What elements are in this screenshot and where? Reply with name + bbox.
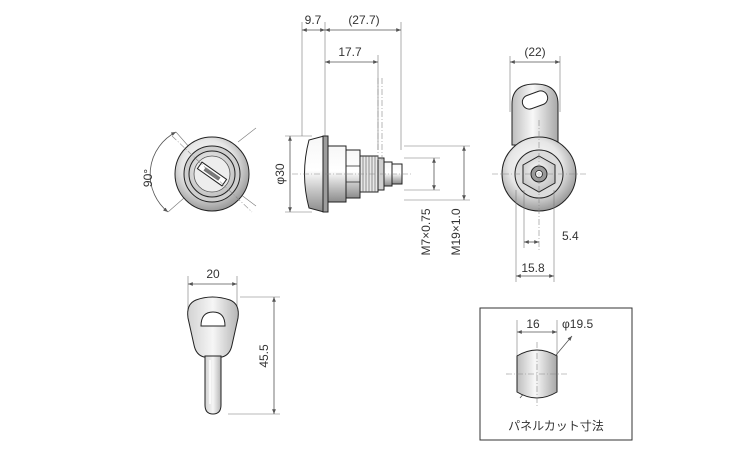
cam-slot-icon — [521, 90, 549, 110]
thread-large-label: M19×1.0 — [449, 208, 463, 255]
cam-width-label: (22) — [524, 45, 545, 59]
total-length-label: (27.7) — [348, 13, 379, 27]
key-head — [187, 296, 239, 358]
key-length-label: 45.5 — [257, 344, 271, 368]
side-view: 9.7 (27.7) 17.7 φ30 M7×0 — [273, 13, 470, 256]
panel-cutout-view: 16 φ19.5 パネルカット寸法 — [479, 307, 633, 441]
key-blade — [204, 355, 222, 415]
flat-width-label: 16 — [526, 317, 540, 331]
front-view: 90° — [141, 127, 257, 213]
panel-cutout-frame — [479, 307, 633, 441]
flange-thickness-label: 9.7 — [305, 13, 322, 27]
flange-diameter-label: φ30 — [273, 163, 287, 184]
angle-arc — [149, 131, 177, 213]
key-hole-icon — [200, 311, 226, 327]
panel-cutout-label: パネルカット寸法 — [508, 419, 604, 433]
cam-span-label: 15.8 — [521, 261, 545, 275]
key-view: 20 45.5 — [187, 267, 280, 415]
cam-offset-label: 5.4 — [562, 229, 579, 243]
angle-label: 90° — [141, 169, 155, 187]
key-width-label: 20 — [206, 267, 220, 281]
rear-view: (22) 5.4 15.8 — [492, 45, 586, 282]
hole-diameter-label: φ19.5 — [562, 317, 593, 331]
thread-small-label: M7×0.75 — [419, 208, 433, 255]
shaft-length-label: 17.7 — [338, 45, 362, 59]
